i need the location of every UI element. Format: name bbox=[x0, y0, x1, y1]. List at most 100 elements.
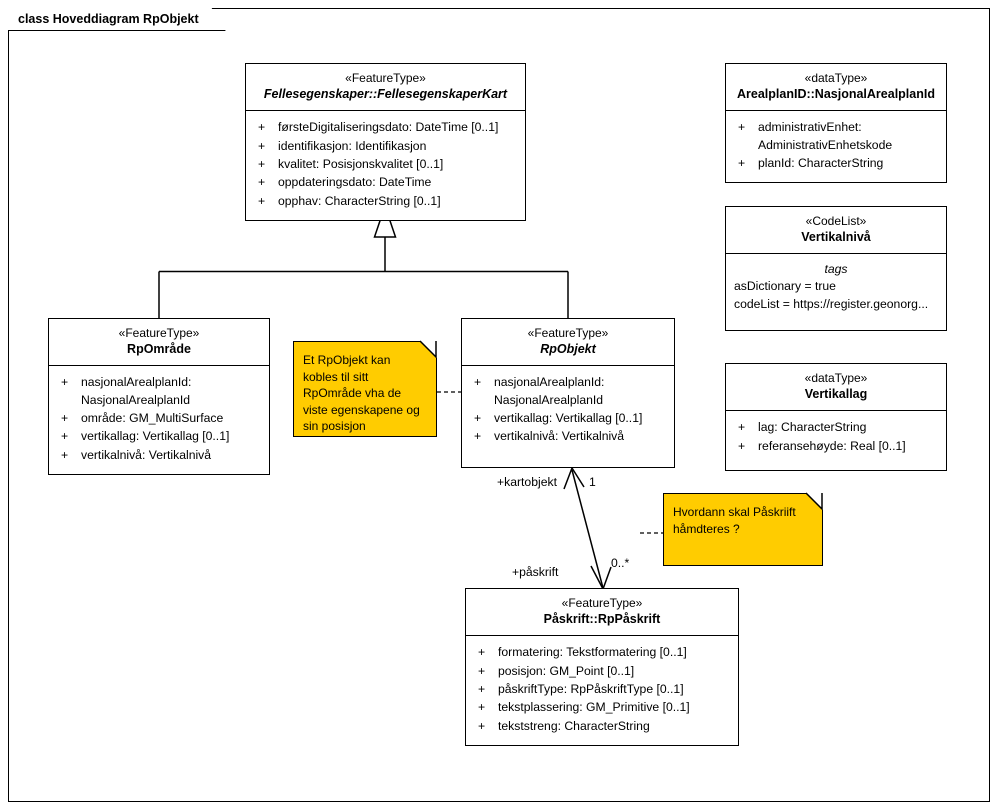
class-stereotype: «dataType» bbox=[804, 71, 868, 85]
attribute-row: + referansehøyde: Real [0..1] bbox=[732, 438, 940, 455]
attribute-row: + posisjon: GM_Point [0..1] bbox=[472, 663, 732, 680]
attribute-text: nasjonalArealplanId: NasjonalArealplanId bbox=[81, 375, 192, 407]
note-rpobjekt[interactable]: Et RpObjekt kan kobles til sitt RpOmråde… bbox=[293, 340, 437, 437]
attribute-row: + administrativEnhet: AdministrativEnhet… bbox=[732, 119, 940, 154]
class-rppaskrift[interactable]: «FeatureType» Påskrift::RpPåskrift + for… bbox=[465, 588, 739, 746]
class-attributes: + formatering: Tekstformatering [0..1] +… bbox=[466, 635, 738, 745]
attribute-text: formatering: Tekstformatering [0..1] bbox=[498, 645, 687, 660]
attribute-text: vertikalnivå: Vertikalnivå bbox=[494, 429, 625, 444]
attribute-row: + formatering: Tekstformatering [0..1] bbox=[472, 644, 732, 661]
class-name: RpObjekt bbox=[540, 342, 596, 357]
attribute-row: + vertikalnivå: Vertikalnivå bbox=[55, 447, 263, 464]
class-name: RpOmråde bbox=[127, 342, 191, 357]
attribute-row: + oppdateringsdato: DateTime bbox=[252, 174, 519, 191]
note-text: Hvordann skal Påskriift håmdteres ? bbox=[673, 505, 796, 536]
attribute-text: nasjonalArealplanId: NasjonalArealplanId bbox=[494, 375, 605, 407]
class-name: Påskrift::RpPåskrift bbox=[543, 612, 661, 627]
note-text: Et RpObjekt kan kobles til sitt RpOmråde… bbox=[303, 353, 420, 434]
class-header: «dataType» ArealplanID::NasjonalArealpla… bbox=[726, 64, 946, 110]
attribute-row: + område: GM_MultiSurface bbox=[55, 410, 263, 427]
attribute-visibility: + bbox=[258, 157, 266, 172]
attribute-visibility: + bbox=[474, 411, 482, 426]
diagram-frame bbox=[8, 8, 990, 802]
attribute-row: + nasjonalArealplanId: NasjonalArealplan… bbox=[55, 374, 263, 409]
attribute-text: identifikasjon: Identifikasjon bbox=[278, 138, 427, 153]
attribute-visibility: + bbox=[738, 120, 746, 135]
class-stereotype: «dataType» bbox=[804, 371, 868, 385]
class-nasjonalarealplanid[interactable]: «dataType» ArealplanID::NasjonalArealpla… bbox=[725, 63, 947, 184]
note-fold-line-icon bbox=[805, 492, 823, 511]
attribute-visibility: + bbox=[258, 138, 266, 153]
association-multiplicity-kartobjekt: 1 bbox=[589, 475, 596, 489]
class-stereotype: «FeatureType» bbox=[345, 71, 426, 85]
attribute-text: opphav: CharacterString [0..1] bbox=[278, 193, 441, 208]
attribute-visibility: + bbox=[61, 429, 69, 444]
class-header: «dataType» Vertikallag bbox=[726, 364, 946, 410]
attribute-visibility: + bbox=[61, 411, 69, 426]
attribute-text: førsteDigitaliseringsdato: DateTime [0..… bbox=[278, 120, 499, 135]
class-name: Fellesegenskaper::FellesegenskaperKart bbox=[263, 87, 508, 102]
class-attributes: + administrativEnhet: AdministrativEnhet… bbox=[726, 110, 946, 182]
class-header: «FeatureType» Fellesegenskaper::Felleseg… bbox=[246, 64, 525, 110]
attribute-text: område: GM_MultiSurface bbox=[81, 411, 224, 426]
class-header: «FeatureType» Påskrift::RpPåskrift bbox=[466, 589, 738, 635]
attribute-visibility: + bbox=[61, 447, 69, 462]
attribute-text: påskriftType: RpPåskriftType [0..1] bbox=[498, 682, 684, 697]
attribute-text: vertikallag: Vertikallag [0..1] bbox=[81, 429, 230, 444]
class-rpomrade[interactable]: «FeatureType» RpOmråde + nasjonalArealpl… bbox=[48, 318, 270, 475]
attribute-row: + nasjonalArealplanId: NasjonalArealplan… bbox=[468, 374, 668, 409]
class-vertikallag[interactable]: «dataType» Vertikallag + lag: CharacterS… bbox=[725, 363, 947, 472]
class-vertikalniva[interactable]: «CodeList» Vertikalnivå tags asDictionar… bbox=[725, 206, 947, 331]
attribute-text: planId: CharacterString bbox=[758, 156, 884, 171]
attribute-text: posisjon: GM_Point [0..1] bbox=[498, 663, 635, 678]
class-rpobjekt[interactable]: «FeatureType» RpObjekt + nasjonalArealpl… bbox=[461, 318, 675, 468]
attribute-visibility: + bbox=[61, 375, 69, 390]
class-stereotype: «FeatureType» bbox=[561, 596, 643, 610]
tags-title: tags bbox=[824, 262, 848, 277]
attribute-visibility: + bbox=[478, 663, 486, 678]
attribute-visibility: + bbox=[478, 718, 486, 733]
class-header: «CodeList» Vertikalnivå bbox=[726, 207, 946, 253]
diagram-title: class Hoveddiagram RpObjekt bbox=[18, 12, 199, 26]
attribute-text: vertikalnivå: Vertikalnivå bbox=[81, 447, 212, 462]
diagram-title-tab: class Hoveddiagram RpObjekt bbox=[8, 8, 226, 31]
attribute-visibility: + bbox=[738, 420, 746, 435]
attribute-row: + vertikalnivå: Vertikalnivå bbox=[468, 428, 668, 445]
tag-row: codeList = https://register.geonorg... bbox=[734, 297, 929, 312]
tag-row: asDictionary = true bbox=[734, 279, 836, 294]
association-role-paskrift: +påskrift bbox=[512, 565, 559, 579]
attribute-visibility: + bbox=[738, 156, 746, 171]
class-attributes: + nasjonalArealplanId: NasjonalArealplan… bbox=[49, 365, 269, 474]
attribute-row: + vertikallag: Vertikallag [0..1] bbox=[468, 410, 668, 427]
attribute-row: + tekstplassering: GM_Primitive [0..1] bbox=[472, 699, 732, 716]
attribute-row: + førsteDigitaliseringsdato: DateTime [0… bbox=[252, 119, 519, 136]
attribute-text: referansehøyde: Real [0..1] bbox=[758, 438, 906, 453]
attribute-text: oppdateringsdato: DateTime bbox=[278, 175, 432, 190]
attribute-visibility: + bbox=[478, 682, 486, 697]
attribute-visibility: + bbox=[474, 375, 482, 390]
attribute-text: tekststreng: CharacterString bbox=[498, 718, 650, 733]
attribute-text: vertikallag: Vertikallag [0..1] bbox=[494, 411, 643, 426]
class-name: Vertikallag bbox=[804, 387, 868, 402]
attribute-visibility: + bbox=[258, 175, 266, 190]
class-tags: tags asDictionary = true codeList = http… bbox=[726, 253, 946, 329]
class-name: ArealplanID::NasjonalArealplanId bbox=[737, 87, 935, 102]
class-attributes: + lag: CharacterString + referansehøyde:… bbox=[726, 410, 946, 470]
note-paskrift[interactable]: Hvordann skal Påskriift håmdteres ? bbox=[663, 492, 823, 566]
attribute-row: + kvalitet: Posisjonskvalitet [0..1] bbox=[252, 156, 519, 173]
attribute-row: + lag: CharacterString bbox=[732, 419, 940, 436]
class-fellesegenskaperkart[interactable]: «FeatureType» Fellesegenskaper::Felleseg… bbox=[245, 63, 526, 221]
attribute-visibility: + bbox=[478, 645, 486, 660]
attribute-visibility: + bbox=[478, 700, 486, 715]
class-stereotype: «FeatureType» bbox=[527, 326, 609, 340]
attribute-text: administrativEnhet: AdministrativEnhetsk… bbox=[758, 120, 893, 152]
association-multiplicity-paskrift: 0..* bbox=[611, 556, 630, 570]
association-role-kartobjekt: +kartobjekt bbox=[497, 475, 557, 489]
attribute-visibility: + bbox=[474, 429, 482, 444]
attribute-visibility: + bbox=[258, 120, 266, 135]
attribute-visibility: + bbox=[738, 438, 746, 453]
attribute-text: lag: CharacterString bbox=[758, 420, 867, 435]
attribute-text: kvalitet: Posisjonskvalitet [0..1] bbox=[278, 157, 444, 172]
class-attributes: + førsteDigitaliseringsdato: DateTime [0… bbox=[246, 110, 525, 220]
